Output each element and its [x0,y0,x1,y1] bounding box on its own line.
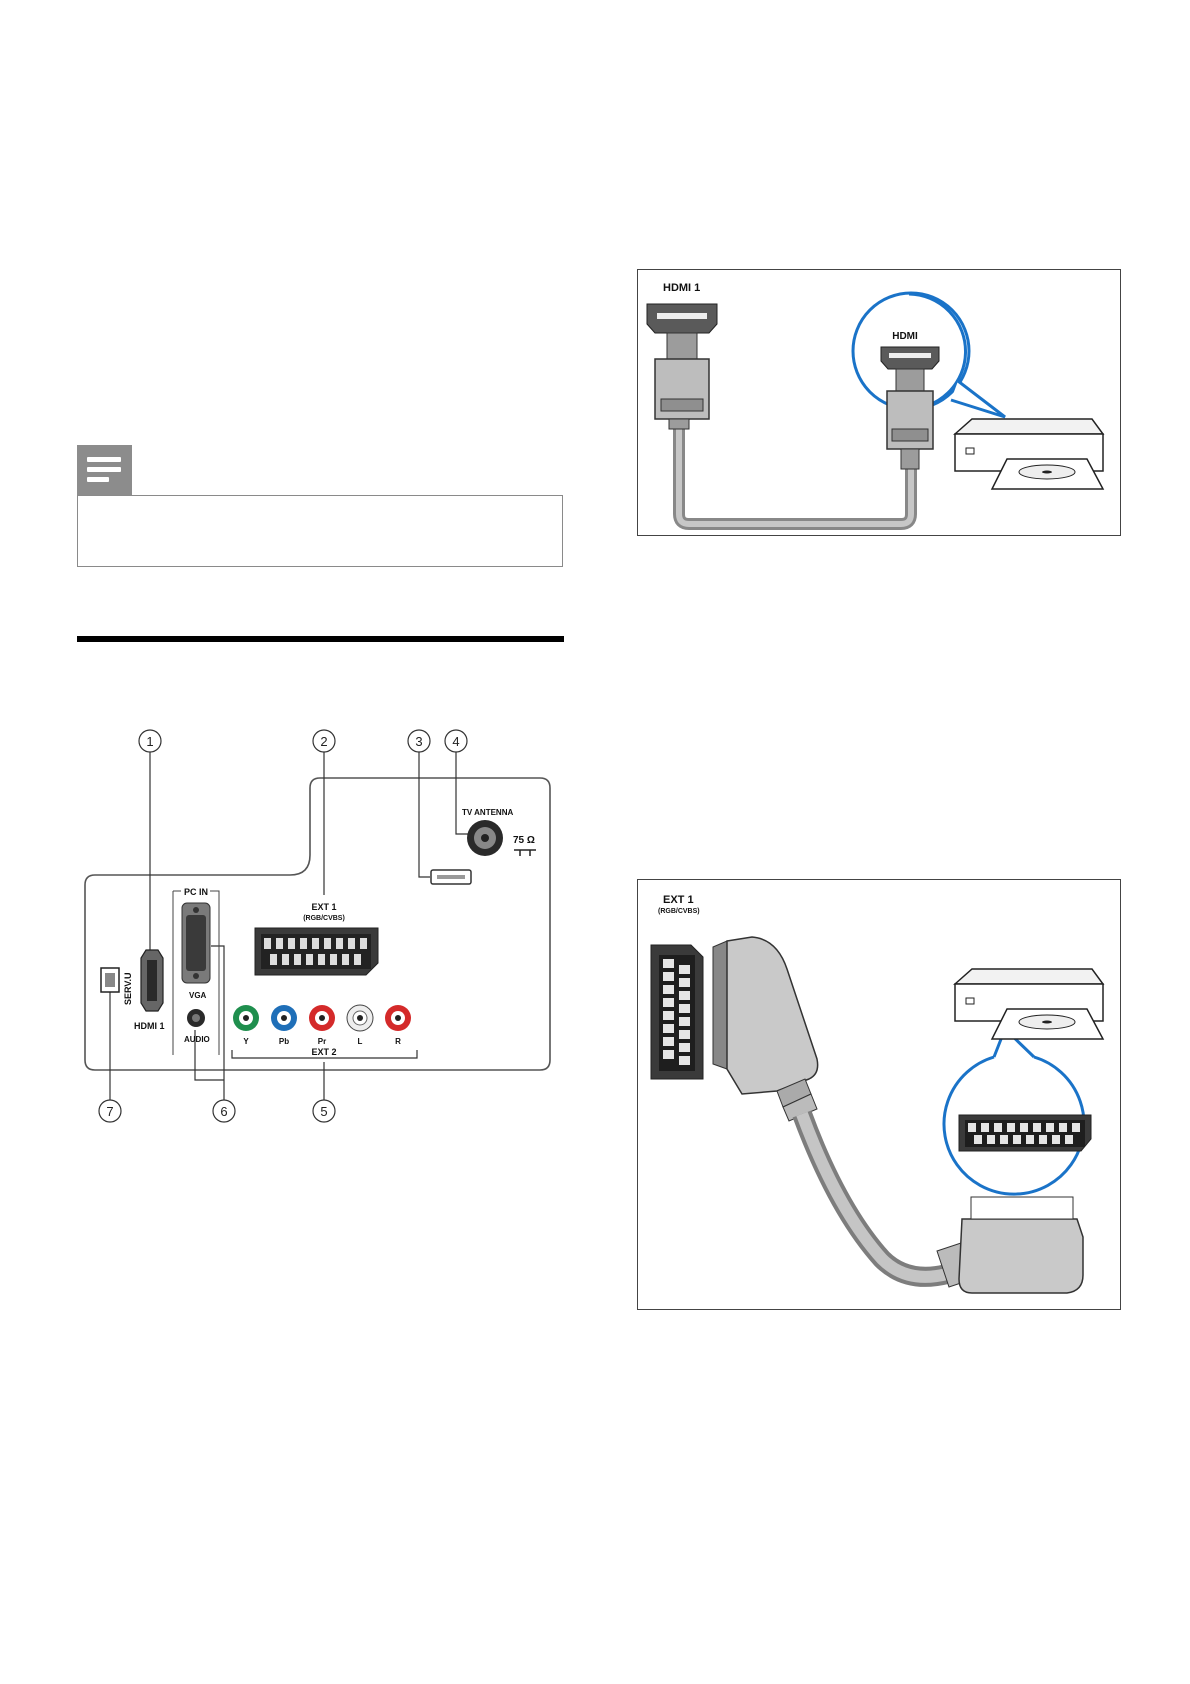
ext2-label: EXT 2 [311,1047,336,1057]
audio-jack-icon [187,1009,205,1027]
ohm-label: 75 Ω [513,835,535,846]
tv-antenna-label: TV ANTENNA [462,808,513,817]
callout-3-label: 3 [415,734,422,749]
servu-label: SERV.U [123,972,133,1005]
rca-y-jack-icon [233,1005,259,1031]
hdmi-port-icon [140,949,164,1012]
scart-plug-right-icon [936,1196,1084,1294]
callout-4-label: 4 [452,734,459,749]
panel-outline [84,777,551,1071]
ext1-label: EXT 1 [311,902,336,912]
rca-pb-jack-icon [271,1005,297,1031]
callout-5-label: 5 [320,1104,327,1119]
service-port-icon [100,967,120,993]
pc-in-label: PC IN [184,887,208,897]
dvd-player-icon [953,968,1105,1040]
callout-1-label: 1 [146,734,153,749]
pb-label: Pb [279,1037,289,1046]
note-box [77,495,563,567]
hdmi-plug-right-icon [880,346,940,470]
pr-label: Pr [318,1037,326,1046]
callout-2 [312,729,336,895]
scart-connection-diagram: EXT 1 (RGB/CVBS) [637,879,1121,1310]
hdmi1-label: HDMI 1 [134,1021,165,1031]
hdmi-plug-left-icon [646,303,718,430]
callout-2-label: 2 [320,734,327,749]
callout-7-label: 7 [106,1104,113,1119]
callout-3 [407,729,431,878]
note-tab [77,445,132,495]
callout-6 [194,945,236,1123]
audio-label: AUDIO [184,1035,210,1044]
y-label: Y [243,1037,249,1046]
highlight-bubble-scart [947,1025,1088,1195]
rca-pr-jack-icon [309,1005,335,1031]
callout-6-label: 6 [220,1104,227,1119]
scart-port-front-icon [650,944,704,1080]
antenna-symbol-icon [514,849,536,856]
hdmi-device-port-label: HDMI [892,331,918,342]
rca-l-jack-icon [346,1004,374,1032]
scart-port-icon [254,927,379,976]
callout-1 [138,729,162,950]
callout-5 [231,1050,418,1123]
callout-7 [98,990,122,1123]
vga-label: VGA [189,991,207,1000]
rca-r-jack-icon [385,1005,411,1031]
r-label: R [395,1037,401,1046]
section-rule [77,636,564,642]
antenna-connector-icon [467,820,503,856]
l-label: L [358,1037,363,1046]
hdmi-connection-diagram: HDMI 1 HDMI [637,269,1121,536]
scart-port-device-icon [958,1114,1092,1152]
ext1-port-label: EXT 1 [663,894,694,906]
dvd-player-icon [953,418,1105,490]
usb-port-icon [430,869,472,885]
callout-4 [444,729,470,835]
hdmi1-port-label: HDMI 1 [663,282,700,294]
rca-jacks [233,1004,411,1032]
scart-plug-icon [712,936,819,1122]
vga-port-icon [181,902,211,984]
ext1-sub-label: (RGB/CVBS) [303,915,345,922]
ext1-port-sub-label: (RGB/CVBS) [658,908,700,915]
